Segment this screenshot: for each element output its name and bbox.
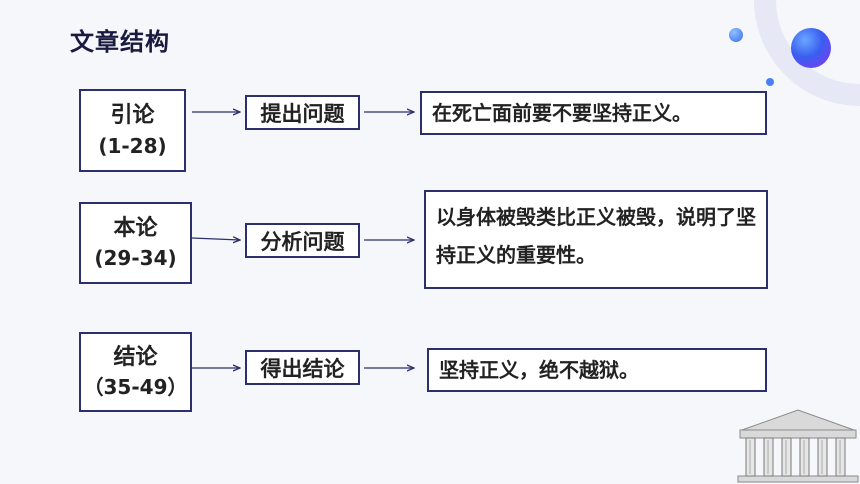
- section-box-conclusion: 结论 （35-49）: [79, 332, 192, 412]
- greek-temple-icon: [737, 409, 859, 483]
- step-box-analyze-question: 分析问题: [245, 223, 360, 258]
- section-range: (1-28): [98, 133, 167, 158]
- section-range: (29-34): [94, 246, 177, 271]
- section-range: （35-49）: [83, 375, 188, 400]
- decorative-sphere-large: [791, 28, 831, 68]
- arrow-2a: [191, 238, 240, 240]
- section-name: 结论: [113, 344, 158, 370]
- step-box-draw-conclusion: 得出结论: [245, 350, 360, 385]
- desc-box-intro: 在死亡面前要不要坚持正义。: [420, 91, 767, 135]
- section-box-intro: 引论 (1-28): [79, 89, 186, 172]
- page-title: 文章结构: [70, 28, 170, 56]
- desc-box-conclusion: 坚持正义，绝不越狱。: [427, 348, 767, 392]
- decorative-sphere-small: [729, 28, 743, 42]
- decorative-dot: [766, 78, 774, 86]
- step-box-raise-question: 提出问题: [245, 95, 360, 130]
- section-name: 本论: [113, 215, 158, 241]
- section-name: 引论: [110, 103, 155, 129]
- section-box-body: 本论 (29-34): [79, 202, 192, 284]
- desc-box-body: 以身体被毁类比正义被毁，说明了坚持正义的重要性。: [424, 190, 768, 289]
